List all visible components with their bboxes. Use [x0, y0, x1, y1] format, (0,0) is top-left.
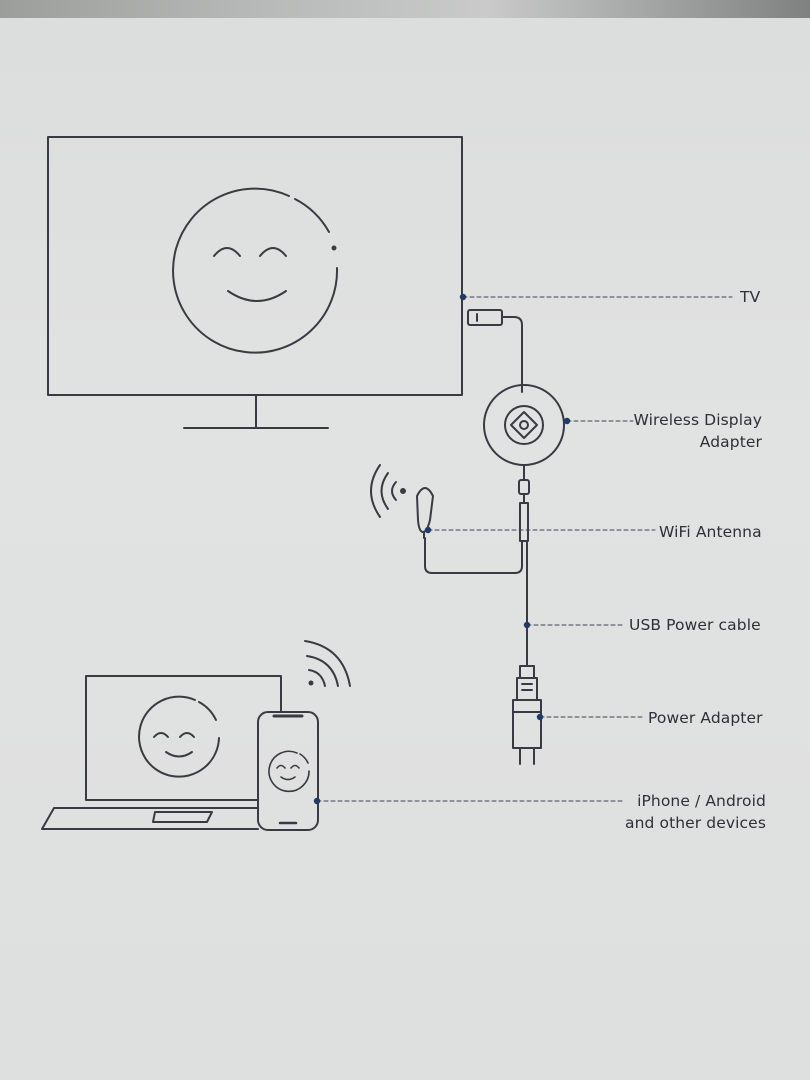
leader-lines: [316, 296, 733, 802]
phone-icon: [257, 711, 319, 831]
label-power-adapter: Power Adapter: [648, 709, 763, 727]
box-top-edge: [0, 0, 810, 22]
wireless-adapter-icon: [483, 384, 565, 542]
tv-smiley-icon: [172, 187, 339, 354]
label-wifi-antenna: WiFi Antenna: [659, 523, 762, 541]
tv-icon: [47, 136, 463, 429]
paper-surface: [0, 18, 810, 1080]
leader-dots: [313, 293, 571, 805]
phone-smiley-icon: [268, 750, 310, 793]
hdmi-plug-icon: [467, 309, 523, 393]
label-wireless-adapter-line1: Wireless Display: [633, 411, 762, 429]
wifi-signal-icon: [304, 640, 351, 687]
laptop-icon: [41, 675, 282, 830]
wifi-antenna-icon: [370, 464, 523, 574]
power-adapter-icon: [512, 699, 542, 765]
label-tv: TV: [740, 288, 761, 306]
usb-cable-icon: [516, 540, 538, 701]
label-wireless-adapter: Wireless Display Adapter: [600, 409, 762, 453]
label-usb-power-cable: USB Power cable: [629, 616, 761, 634]
label-devices-line2: and other devices: [625, 814, 766, 832]
label-wireless-adapter-line2: Adapter: [699, 433, 762, 451]
label-devices-line1: iPhone / Android: [637, 792, 766, 810]
label-devices: iPhone / Android and other devices: [600, 790, 766, 834]
laptop-smiley-icon: [138, 695, 220, 778]
